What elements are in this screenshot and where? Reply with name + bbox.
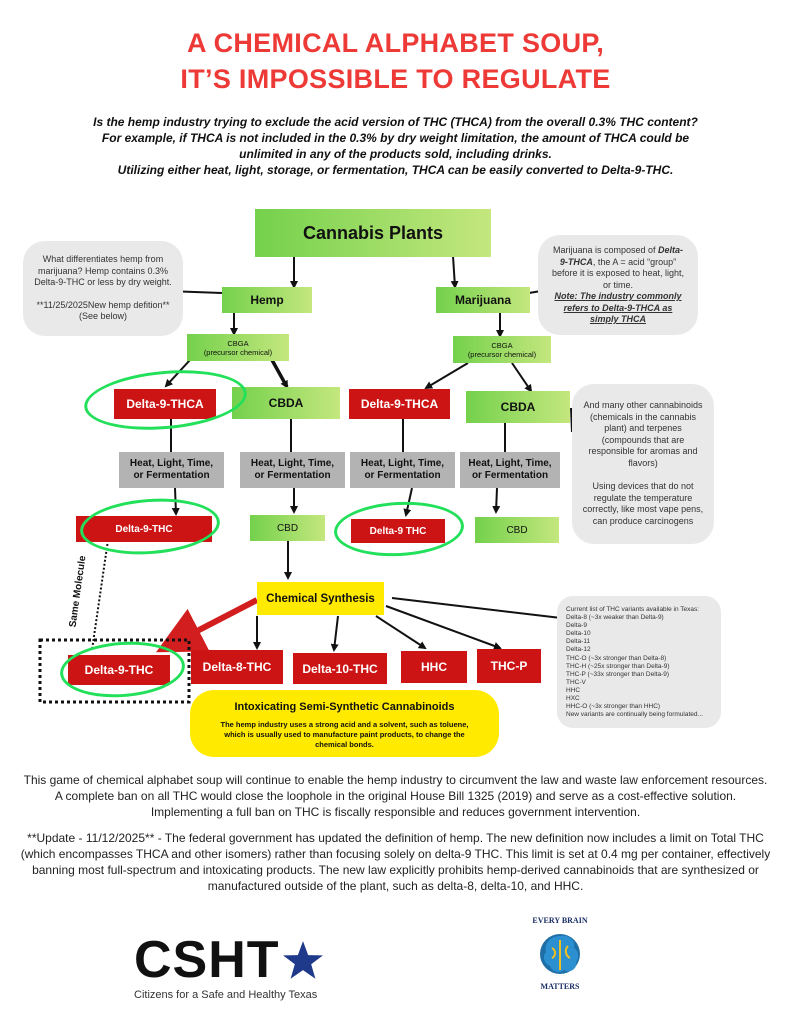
heat-line-2: or Fermentation: [471, 470, 549, 481]
heat-line-2: or Fermentation: [364, 470, 441, 481]
intro-line: Utilizing either heat, light, storage, o…: [117, 163, 674, 177]
heat-process-box: Heat, Light, Time, or Fermentation: [119, 452, 224, 488]
variant-item: Delta-10: [566, 630, 591, 638]
other-cannabinoids-bubble: And many other cannabinoids (chemicals i…: [572, 384, 714, 544]
variant-item: THC-V: [566, 678, 586, 686]
thc-p-box: THC-P: [477, 649, 541, 683]
variant-item: Delta-11: [566, 638, 591, 646]
intro-line: For example, if THCA is not included in …: [101, 131, 690, 145]
variant-item: HXC: [566, 695, 580, 703]
ebm-text-top: EVERY BRAIN: [532, 916, 588, 925]
marijuana-thca-term: Delta-9-THCA: [559, 245, 684, 267]
heat-line-1: Heat, Light, Time,: [250, 458, 335, 469]
variant-item: Delta-9: [566, 622, 587, 630]
heat-line-2: or Fermentation: [133, 470, 210, 481]
marijuana-text-cont: , the A = acid “group” before it is expo…: [551, 256, 685, 290]
see-below-note: (See below): [78, 311, 128, 321]
marijuana-cbd-box: CBD: [475, 517, 559, 543]
heat-line-1: Heat, Light, Time,: [468, 458, 552, 469]
hemp-box: Hemp: [222, 287, 312, 313]
cannabis-plants-box: Cannabis Plants: [255, 209, 491, 257]
marijuana-delta9-thc-box: Delta-9 THC: [351, 519, 445, 543]
marijuana-box: Marijuana: [436, 287, 530, 313]
cbga-sublabel: (precursor chemical): [467, 349, 537, 359]
thc-variants-bubble: Current list of THC variants available i…: [557, 596, 721, 728]
variant-item: HHC-O (~3x stronger than HHC): [566, 703, 661, 711]
heat-line-2: or Fermentation: [254, 470, 331, 481]
intoxicating-title: Intoxicating Semi-Synthetic Cannabinoids: [234, 701, 455, 713]
page-title-line-2: IT’S IMPOSSIBLE TO REGULATE: [180, 64, 611, 94]
csht-logo: CSHT Citizens for a Safe and Healthy Tex…: [134, 931, 324, 1001]
star-icon: [282, 941, 323, 979]
same-molecule-dashed-box: [38, 638, 191, 704]
every-brain-matters-logo: EVERY BRAIN MATTERS: [520, 912, 600, 996]
other-cannabinoids-text: And many other cannabinoids (chemicals i…: [583, 400, 703, 468]
thc-variants-list: Current list of THC variants available i…: [566, 606, 721, 719]
ebm-text-bottom: MATTERS: [540, 982, 580, 991]
variant-item: Delta-8 (~3x weaker than Delta-9): [566, 614, 664, 622]
variant-item: New variants are continually being formu…: [566, 711, 703, 719]
intoxicating-semi-synthetic-box: Intoxicating Semi-Synthetic Cannabinoids…: [190, 690, 499, 757]
synthetic-delta9-thc-box: Delta-9-THC: [68, 655, 170, 685]
csht-wordmark: CSHT: [134, 931, 280, 989]
heat-process-box: Heat, Light, Time, or Fermentation: [240, 452, 345, 488]
delta8-thc-box: Delta-8-THC: [191, 650, 283, 684]
red-synthesis-arrow: [156, 597, 259, 653]
marijuana-cbda-box: CBDA: [466, 391, 570, 423]
intro-line: unlimited in any of the products sold, i…: [239, 147, 552, 161]
cbga-label: CBGA: [491, 340, 513, 350]
chemical-synthesis-box: Chemical Synthesis: [257, 582, 384, 615]
variant-item: HHC: [566, 686, 581, 694]
cbga-label: CBGA: [227, 338, 249, 348]
marijuana-delta9-thca-box: Delta-9-THCA: [349, 389, 450, 419]
delta10-thc-box: Delta-10-THC: [293, 653, 387, 684]
body-paragraph-1: This game of chemical alphabet soup will…: [23, 773, 768, 819]
hhc-box: HHC: [401, 651, 467, 683]
hemp-definition-text: What differentiates hemp from marijuana?…: [34, 254, 172, 287]
heat-process-box: Heat, Light, Time, or Fermentation: [460, 452, 560, 488]
intro-text: Is the hemp industry trying to exclude t…: [20, 114, 771, 178]
marijuana-industry-note: Note: The industry commonly refers to De…: [554, 291, 682, 324]
brain-icon: [540, 934, 580, 974]
variant-item: Delta-12: [566, 646, 591, 654]
cbga-sublabel: (precursor chemical): [203, 347, 273, 357]
marijuana-cbga-box: CBGA (precursor chemical): [453, 336, 551, 363]
heat-process-box: Heat, Light, Time, or Fermentation: [350, 452, 455, 488]
vape-warning-text: Using devices that do not regulate the t…: [582, 481, 704, 526]
hemp-cbda-box: CBDA: [232, 387, 340, 419]
intro-line: Is the hemp industry trying to exclude t…: [93, 115, 698, 129]
variant-item: THC-O (~3x stronger than Delta-8): [566, 654, 667, 662]
hemp-delta9-thc-box: Delta-9-THC: [76, 516, 212, 542]
hemp-cbd-box: CBD: [250, 515, 325, 541]
heat-line-1: Heat, Light, Time,: [129, 458, 214, 469]
hemp-new-definition-note: **11/25/2025New hemp defition**: [36, 299, 170, 310]
variant-item: THC-P (~33x stronger than Delta-9): [566, 670, 670, 678]
marijuana-bubble: Marijuana is composed of Delta-9-THCA, t…: [538, 235, 698, 335]
variants-heading: Current list of THC variants available i…: [566, 606, 700, 613]
page-title-line-1: A CHEMICAL ALPHABET SOUP,: [186, 28, 605, 58]
csht-tagline: Citizens for a Safe and Healthy Texas: [134, 989, 318, 1001]
marijuana-text: Marijuana is composed of: [552, 245, 656, 255]
hemp-cbga-box: CBGA (precursor chemical): [187, 334, 289, 361]
hemp-definition-bubble: What differentiates hemp from marijuana?…: [23, 241, 183, 336]
hemp-delta9-thca-box: Delta-9-THCA: [114, 389, 216, 419]
variant-item: THC-H (~25x stronger than Delta-9): [566, 662, 670, 670]
heat-line-1: Heat, Light, Time,: [360, 458, 445, 469]
body-paragraph-2: **Update - 11/12/2025** - The federal go…: [20, 831, 771, 893]
intoxicating-description: The hemp industry uses a strong acid and…: [220, 720, 469, 749]
